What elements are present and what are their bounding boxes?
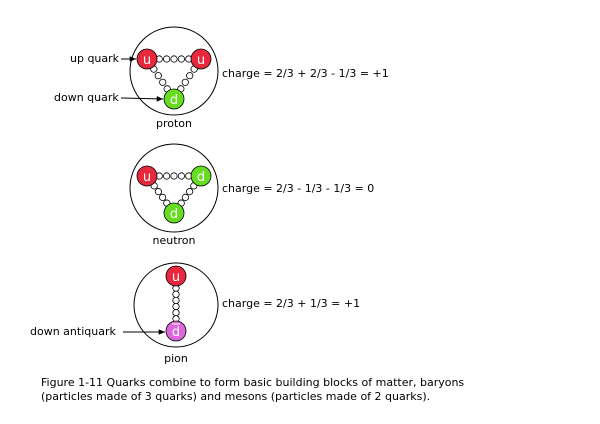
gluon-loop xyxy=(170,172,178,180)
gluon-loop xyxy=(172,309,180,317)
gluon-loop xyxy=(154,72,162,80)
gluon-loop xyxy=(163,55,171,63)
proton-boundary xyxy=(129,26,219,116)
neutron-charge: charge = 2/3 - 1/3 - 1/3 = 0 xyxy=(222,182,374,195)
gluon-loop xyxy=(186,72,194,80)
quark-circle xyxy=(163,88,185,110)
figure-caption: Figure 1-11 Quarks combine to form basic… xyxy=(41,376,581,404)
proton-charge: charge = 2/3 + 2/3 - 1/3 = +1 xyxy=(222,67,389,80)
gluon-loop xyxy=(181,78,189,86)
quark-letter: d xyxy=(172,325,180,340)
gluon-loop xyxy=(172,302,180,311)
neutron-group: u d d neutron charge = 2/3 - 1/3 - 1/3 =… xyxy=(129,143,374,247)
gluon-loop xyxy=(177,55,185,63)
quark-circle xyxy=(136,48,158,70)
quark-letter: d xyxy=(170,93,178,108)
quark-circle xyxy=(165,265,187,287)
down-quark-callout-label: down quark xyxy=(54,91,119,104)
quark-letter: u xyxy=(143,170,151,185)
neutron-quark-down-2: d xyxy=(163,202,185,224)
quark-circle xyxy=(136,165,158,187)
neutron-boundary xyxy=(129,143,219,233)
proton-quark-up-2: u xyxy=(190,48,212,70)
quark-letter: u xyxy=(143,53,151,68)
quark-letter: u xyxy=(172,270,180,285)
gluon-loop xyxy=(186,188,194,196)
quark-circle xyxy=(163,202,185,224)
proton-label: proton xyxy=(156,117,192,130)
pion-charge: charge = 2/3 + 1/3 = +1 xyxy=(222,297,360,310)
pion-group: u d pion charge = 2/3 + 1/3 = +1 down an… xyxy=(30,262,360,365)
neutron-label: neutron xyxy=(152,234,195,247)
proton-group: u u d proton charge = 2/3 + 2/3 - 1/3 = … xyxy=(54,26,389,130)
gluon-loop xyxy=(159,78,167,86)
quark-circle xyxy=(190,48,212,70)
quark-circle xyxy=(165,320,187,342)
neutron-gluon-top xyxy=(155,172,193,180)
caption-line-2: (particles made of 3 quarks) and mesons … xyxy=(41,390,431,403)
quark-letter: d xyxy=(170,207,178,222)
proton-quark-up-1: u xyxy=(136,48,158,70)
down-antiquark-callout-label: down antiquark xyxy=(30,325,116,338)
quark-circle xyxy=(190,165,212,187)
proton-quark-down: d xyxy=(163,88,185,110)
gluon-loop xyxy=(170,55,178,63)
down-quark-callout-arrow xyxy=(120,96,164,102)
proton-gluon-left xyxy=(150,65,171,93)
pion-label: pion xyxy=(164,352,188,365)
quark-letter: d xyxy=(197,170,205,185)
neutron-quark-up: u xyxy=(136,165,158,187)
pion-gluon xyxy=(172,284,180,323)
neutron-quark-down-1: d xyxy=(190,165,212,187)
gluon-loop xyxy=(154,188,162,196)
gluon-loop xyxy=(163,172,171,180)
gluon-loop xyxy=(159,193,167,201)
gluon-loop xyxy=(177,172,185,180)
gluon-loop xyxy=(172,296,180,305)
up-quark-callout-label: up quark xyxy=(70,52,120,65)
gluon-loop xyxy=(172,290,180,298)
pion-quark-up: u xyxy=(165,265,187,287)
proton-gluon-top xyxy=(155,55,193,63)
pion-quark-antidown: d xyxy=(165,320,187,342)
caption-line-1: Figure 1-11 Quarks combine to form basic… xyxy=(41,376,465,389)
quark-letter: u xyxy=(197,53,205,68)
gluon-loop xyxy=(181,193,189,201)
